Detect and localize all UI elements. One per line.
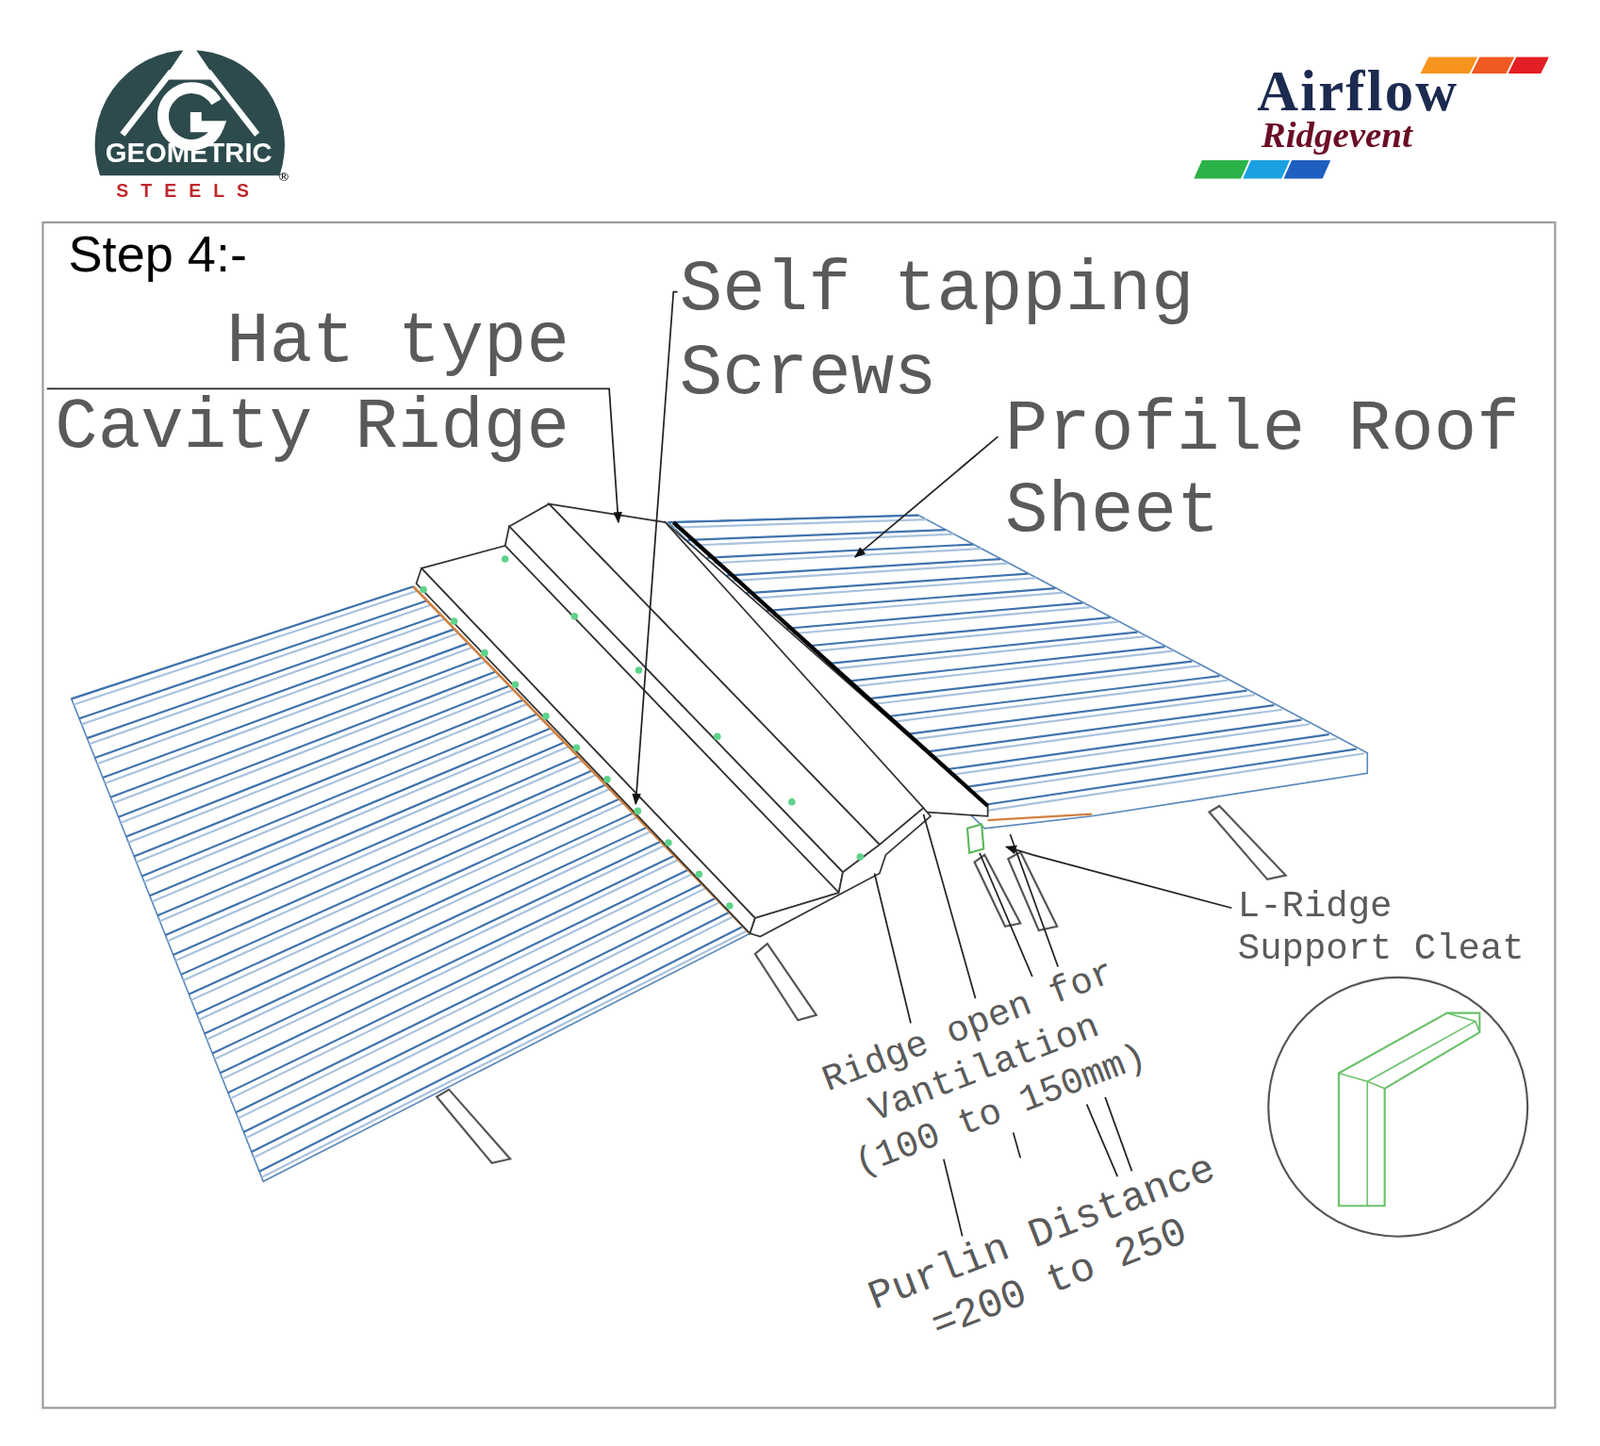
part-label: Hat type Cavity Ridge xyxy=(24,299,570,472)
screw-dot xyxy=(450,617,459,626)
rib-line xyxy=(102,643,469,778)
screw-dot xyxy=(634,808,643,816)
rib-line xyxy=(262,930,748,1178)
dimension-note: Ridge open for Vantilation (100 to 150mm… xyxy=(805,945,1164,1194)
rib-line xyxy=(919,705,1275,753)
rib-line xyxy=(142,713,538,876)
rib-line xyxy=(712,548,982,563)
rib-line xyxy=(808,622,1119,653)
rib-line xyxy=(251,912,730,1153)
screws xyxy=(419,555,864,910)
screw-dot xyxy=(725,902,734,910)
rib-line xyxy=(191,803,624,1001)
rib-line xyxy=(764,588,1056,611)
screw-dot xyxy=(419,586,428,594)
rib-line xyxy=(790,607,1091,634)
rib-line xyxy=(173,771,593,956)
screw-dot xyxy=(635,666,644,675)
rib-line xyxy=(253,916,734,1158)
rib-line xyxy=(206,831,651,1040)
rib-line xyxy=(243,898,716,1133)
screw-dot xyxy=(788,798,796,807)
part-label: L-Ridge Support Cleat xyxy=(1237,885,1545,972)
rib-line xyxy=(144,718,542,883)
rib-line xyxy=(235,884,702,1113)
screw-dot xyxy=(542,712,550,721)
rib-line xyxy=(222,859,679,1079)
screw-dot xyxy=(603,775,611,784)
airflow-stripes xyxy=(1193,57,1550,180)
cleat-inset xyxy=(1268,977,1528,1238)
hat-ridge xyxy=(416,504,989,938)
rib-line xyxy=(97,633,459,764)
rib-line xyxy=(803,617,1110,647)
rib-line xyxy=(214,845,665,1060)
brand-sub: Ridgevent xyxy=(1261,114,1527,155)
rib-line xyxy=(149,727,551,896)
rib-line xyxy=(89,619,446,745)
sheet-edge xyxy=(988,814,1092,821)
ridge-cleat xyxy=(967,824,984,853)
rib-line xyxy=(126,685,510,837)
rib-line xyxy=(113,661,487,804)
dimension-note: Purlin Distance =200 to 250 xyxy=(849,1138,1253,1375)
screw-dot xyxy=(511,680,520,689)
brand-name: Airflow xyxy=(1256,59,1522,123)
rib-line xyxy=(899,691,1247,736)
rib-line xyxy=(246,902,720,1139)
rib-line xyxy=(860,661,1192,701)
logo-name: GEOMETRIC xyxy=(86,136,291,170)
rib-line xyxy=(687,529,946,541)
rib-line xyxy=(751,577,1037,599)
registered-mark: ® xyxy=(277,169,294,184)
rib-line xyxy=(982,753,1365,811)
step-title: Step 4:- xyxy=(68,224,248,284)
rib-line xyxy=(238,888,707,1119)
rib-line xyxy=(976,749,1356,807)
screw-dot xyxy=(571,612,579,621)
logo-sub: STEELS xyxy=(86,179,291,202)
rib-line xyxy=(745,574,1028,594)
rib-line xyxy=(692,534,954,546)
rib-line xyxy=(157,742,565,917)
rib-line xyxy=(198,817,638,1021)
screw-dot xyxy=(501,555,510,563)
rib-line xyxy=(259,926,743,1172)
screw-dot xyxy=(573,744,581,753)
rib-line xyxy=(220,856,676,1074)
rib-line xyxy=(880,676,1221,718)
screw-dot xyxy=(695,871,704,879)
screw-dot xyxy=(857,853,865,861)
rib-line xyxy=(828,636,1146,670)
rib-line xyxy=(886,680,1228,724)
screw-dot xyxy=(480,649,489,658)
rib-line xyxy=(924,709,1283,759)
rib-line xyxy=(228,870,689,1094)
rib-line xyxy=(674,519,927,528)
rib-line xyxy=(128,690,513,843)
screw-dot xyxy=(664,839,673,847)
part-label: Profile Roof Sheet xyxy=(1005,389,1547,553)
rib-line xyxy=(841,646,1165,682)
rib-line xyxy=(938,720,1302,772)
screw-dot xyxy=(713,733,722,742)
